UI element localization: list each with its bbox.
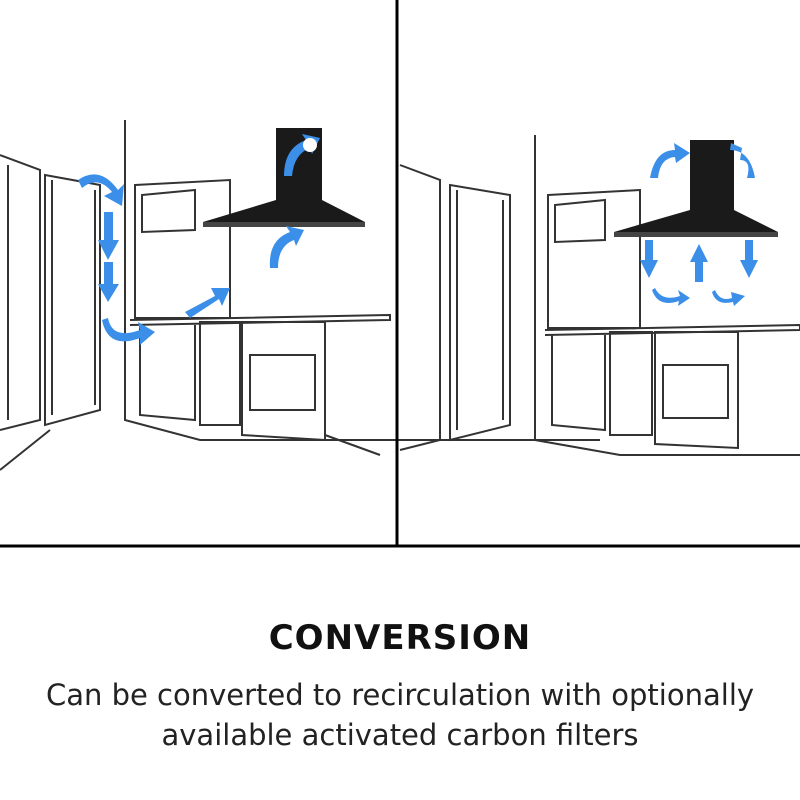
kitchen-recirculation-sketch (399, 135, 800, 456)
kitchen-illustrations (0, 0, 800, 548)
airflow-arrows-right (640, 143, 758, 306)
illustration-panels (0, 0, 800, 548)
range-hood-left (203, 128, 365, 227)
range-hood-right (614, 140, 778, 237)
heading: CONVERSION (268, 618, 532, 658)
description-line-1: Can be converted to recirculation with o… (45, 678, 755, 712)
description-line-2: available activated carbon filters (161, 718, 639, 752)
exhaust-duct-opening (303, 138, 317, 152)
